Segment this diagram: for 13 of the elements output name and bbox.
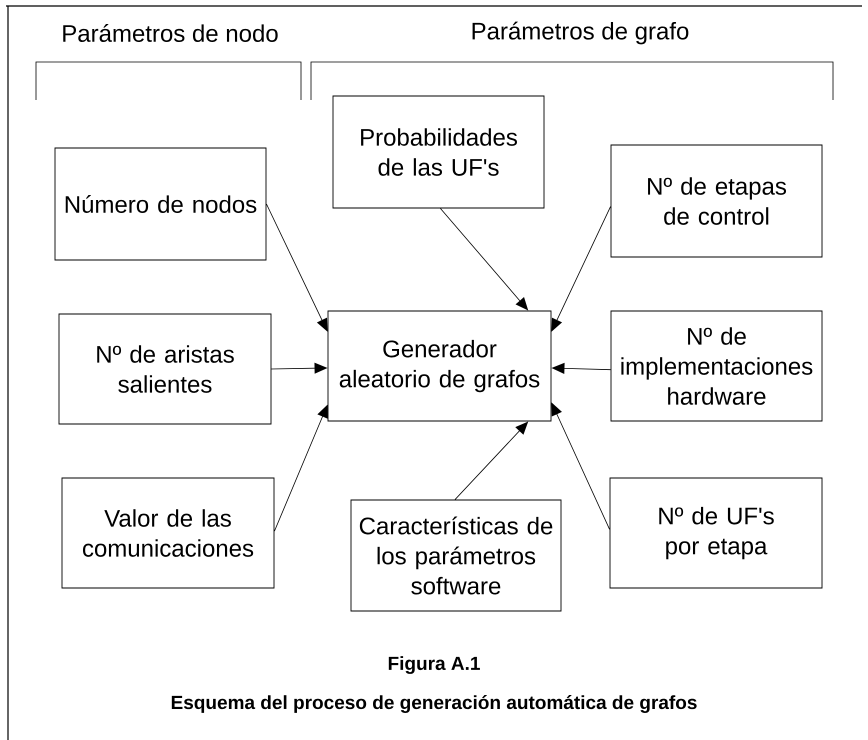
caption: Esquema del proceso de generación automática de grafos [172,695,697,713]
group-heading: Parámetros de grafo [472,22,688,44]
parameter-box: Probabilidades de las UF's [332,96,544,208]
parameter-box: Características de los parámetros software [350,500,562,612]
generator-box: Generador aleatorio de grafos [328,310,552,422]
parameter-box: Nº de implementaciones hardware [610,310,822,422]
parameter-box: Nº de etapas de control [610,144,822,258]
parameter-box: Valor de las comunicaciones [62,478,274,588]
group-heading: Parámetros de nodo [63,24,278,42]
figure-number: Figura A.1 [388,656,480,674]
parameter-box: Nº de UF's por etapa [610,478,822,588]
parameter-box: Número de nodos [54,148,266,260]
parameter-box: Nº de aristas salientes [58,314,272,424]
